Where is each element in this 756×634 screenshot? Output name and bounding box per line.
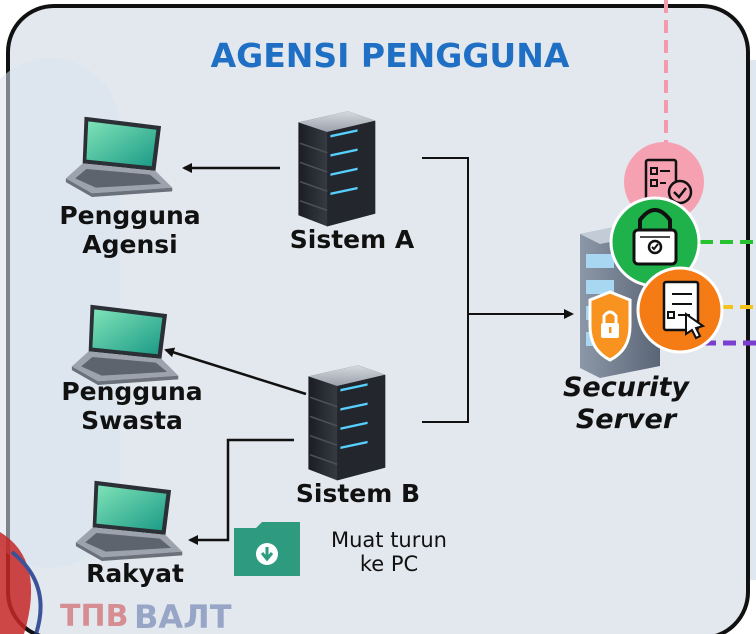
- shield-lock-icon: [588, 290, 632, 362]
- pengguna-swasta-line-1: Pengguna: [61, 377, 203, 406]
- pengguna-agensi-label: Pengguna Agensi: [20, 201, 240, 260]
- panel-title: AGENSI PENGGUNA: [210, 36, 570, 75]
- rakyat-label: Rakyat: [86, 559, 184, 588]
- security-server-label: Security Server: [536, 372, 716, 437]
- watermark-logo: ТПВ ВАЛТ: [0, 532, 232, 634]
- sistem-b-to-pengguna-swasta-arrow: [164, 347, 307, 396]
- lock-icon: [609, 196, 701, 288]
- pengguna-swasta-label: Pengguna Swasta: [22, 377, 242, 436]
- sistem-b-to-rakyat-arrow: [188, 438, 294, 545]
- pengguna-agensi-line-1: Pengguna: [59, 201, 201, 230]
- sistem-b-label: Sistem B: [295, 479, 421, 508]
- download-folder-icon: [234, 522, 300, 576]
- svg-text:ВАЛТ: ВАЛТ: [134, 598, 232, 634]
- security-server-line-2: Server: [575, 404, 677, 436]
- download-line-2: ke PC: [359, 552, 419, 577]
- systems-bracket: [422, 157, 469, 423]
- server-icon: [307, 364, 387, 482]
- download-line-1: Muat turun: [330, 528, 447, 552]
- pengguna-swasta-line-2: Swasta: [81, 405, 183, 435]
- svg-text:ТПВ: ТПВ: [60, 599, 128, 634]
- server-icon: [297, 110, 377, 228]
- sistem-a-label: Sistem A: [289, 225, 415, 254]
- pengguna-agensi-line-2: Agensi: [82, 229, 178, 259]
- checklist-click-icon: [636, 266, 724, 354]
- security-server-line-1: Security: [562, 372, 690, 403]
- download-label: Muat turun ke PC: [305, 528, 473, 576]
